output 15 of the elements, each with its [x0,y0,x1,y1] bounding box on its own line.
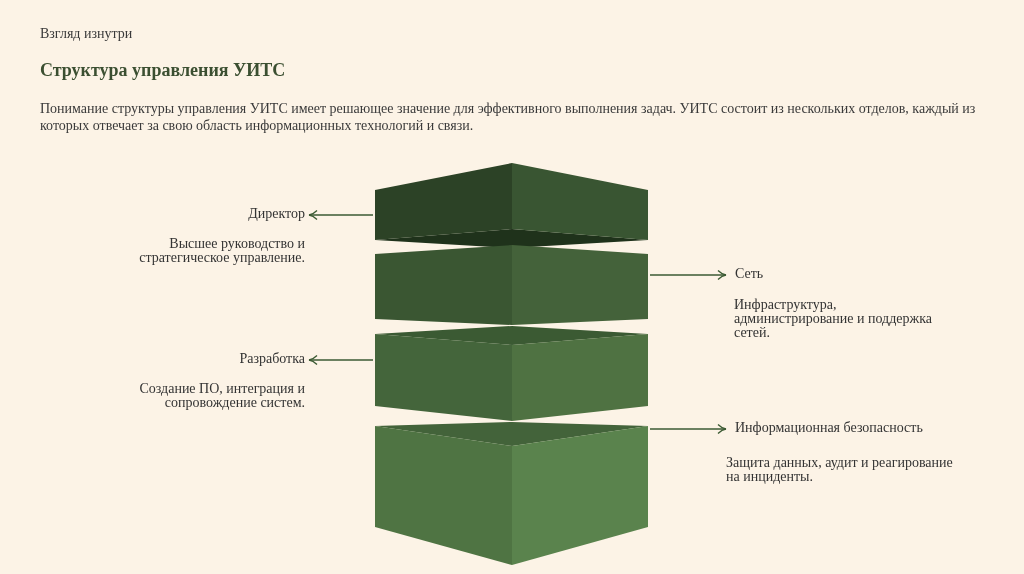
department-heading: Сеть [734,266,765,282]
section-label: Взгляд изнутри [40,26,133,42]
department-description: Инфраструктура, администрирование и поддержка сетей. [733,298,934,340]
intro-paragraph: Понимание структуры управления УИТС имеет решающее значение для эффективного выполнения задач. УИТС состоит из нескольких отделов, каждый из которых отвечает за свою область информационных технологий и связи. [40,100,977,134]
stacked-block [375,163,648,248]
department-description: Создание ПО, интеграция и сопровождение систем. [138,382,305,410]
title: Структура управления УИТС [40,60,286,81]
department-heading: Директор [247,206,305,222]
department-description: Высшее руководство и стратегическое управление. [138,237,305,265]
department-heading: Информационная безопасность [734,420,924,436]
stacked-block [375,326,648,421]
department-description: Защита данных, аудит и реагирование на инциденты. [725,456,954,484]
department-heading: Разработка [238,351,305,367]
stacked-block [375,245,648,325]
stacked-block [375,422,648,565]
